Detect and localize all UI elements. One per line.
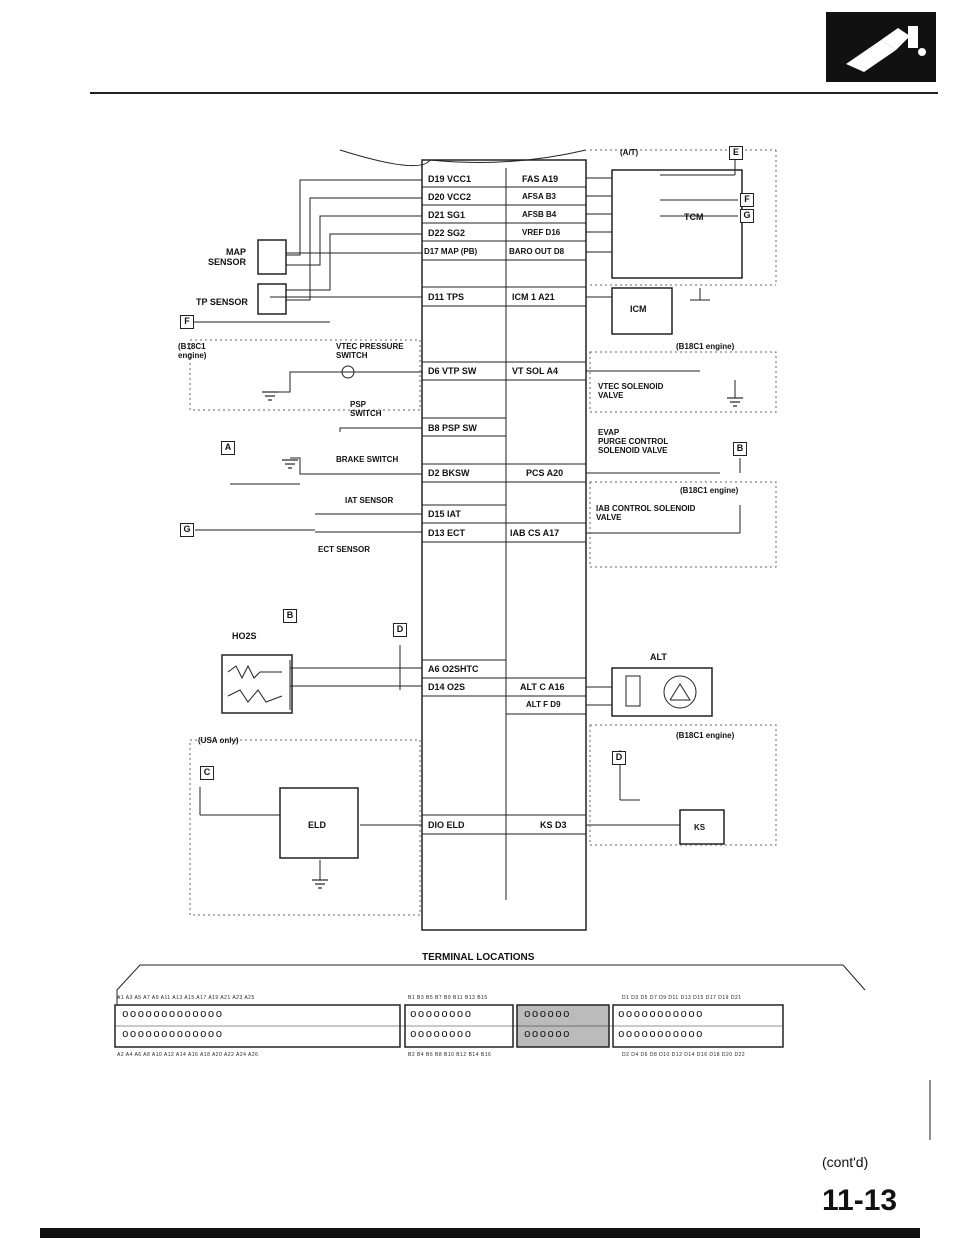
- ecm-pin-left: DIO ELD: [428, 820, 465, 830]
- connector-flag-f: F: [740, 193, 754, 207]
- brake-switch-label: BRAKE SWITCH: [336, 455, 399, 464]
- evap-valve-label: EVAP PURGE CONTROL SOLENOID VALVE: [598, 428, 669, 455]
- pin-numbers-top-b: B1 B3 B5 B7 B9 B11 B13 B15: [408, 995, 488, 1001]
- ho2s-label: HO2S: [232, 631, 257, 641]
- tcm-label: TCM: [684, 212, 704, 222]
- ecm-pin-right: IAB CS A17: [510, 528, 560, 538]
- pin-numbers-bottom-b: B2 B4 B6 B8 B10 B12 B14 B16: [408, 1052, 492, 1058]
- pin-numbers-top-a: A1 A3 A5 A7 A9 A11 A13 A15 A17 A19 A21 A…: [117, 995, 255, 1001]
- connector-c-row-bottom: oooooo: [524, 1029, 571, 1041]
- map-sensor-label: MAP SENSOR: [208, 247, 247, 267]
- pin-numbers-bottom-d: D2 D4 D6 D8 D10 D12 D14 D16 D18 D20 D22: [622, 1052, 746, 1058]
- alt-label: ALT: [650, 652, 667, 662]
- ecm-pin-left: D15 IAT: [428, 509, 461, 519]
- connector-d-row-top: ooooooooooo: [618, 1009, 704, 1021]
- connector-a-row-bottom: ooooooooooooo: [122, 1029, 224, 1041]
- usa-only-label: (USA only): [198, 736, 239, 745]
- ecm-pin-right: ALT C A16: [520, 682, 565, 692]
- connector-flag-b: B: [283, 609, 297, 623]
- ecm-pin-left: D13 ECT: [428, 528, 466, 538]
- connector-a-row-top: ooooooooooooo: [122, 1009, 224, 1021]
- connector-flag-g: G: [180, 523, 194, 537]
- connector-flag-d: D: [612, 751, 626, 765]
- continued-label: (cont'd): [822, 1154, 869, 1170]
- ecm-pin-left: D22 SG2: [428, 228, 466, 238]
- ecm-pin-right: KS D3: [540, 820, 567, 830]
- vtec-solenoid-label: VTEC SOLENOID VALVE: [598, 382, 664, 400]
- fuel-injector-icon: [846, 26, 926, 72]
- ecm-pin-left: D21 SG1: [428, 210, 466, 220]
- ecm-pin-left: D19 VCC1: [428, 174, 472, 184]
- ecm-pin-right: AFSB B4: [522, 210, 557, 219]
- connector-d-row-bottom: ooooooooooo: [618, 1029, 704, 1041]
- ecm-pin-right: PCS A20: [526, 468, 564, 478]
- b18c1-engine-label: (B18C1 engine): [680, 486, 739, 495]
- connector-flag-a: A: [221, 441, 235, 455]
- psp-switch-label: PSP SWITCH: [350, 400, 382, 418]
- ecm-pin-left: D2 BKSW: [428, 468, 470, 478]
- terminal-locations-title: TERMINAL LOCATIONS: [422, 952, 535, 963]
- ecm-pin-left: A6 O2SHTC: [428, 664, 479, 674]
- iat-sensor-label: IAT SENSOR: [345, 496, 394, 505]
- ecm-pin-right: VREF D16: [522, 228, 561, 237]
- pin-numbers-bottom-a: A2 A4 A6 A8 A10 A12 A14 A16 A18 A20 A22 …: [117, 1052, 259, 1058]
- ecm-pin-right: AFSA B3: [522, 192, 556, 201]
- ecm-pin-left: D14 O2S: [428, 682, 466, 692]
- ecm-pin-left: D17 MAP (PB): [424, 247, 478, 256]
- connector-flag-b: B: [733, 442, 747, 456]
- ecm-pin-left: D20 VCC2: [428, 192, 472, 202]
- connector-flag-d: D: [393, 623, 407, 637]
- ecm-pin-right: ALT F D9: [526, 700, 561, 709]
- connector-flag-g: G: [740, 209, 754, 223]
- header-rule: [90, 92, 938, 94]
- icm-label: ICM: [630, 304, 647, 314]
- eld-label: ELD: [308, 820, 326, 830]
- ecm-pin-right: VT SOL A4: [512, 366, 559, 376]
- ecm-pin-left: D6 VTP SW: [428, 366, 477, 376]
- connector-b-row-bottom: oooooooo: [410, 1029, 473, 1041]
- iab-valve-label: IAB CONTROL SOLENOID VALVE: [596, 504, 696, 522]
- header-logo: [826, 12, 936, 82]
- page-number: 11-13: [822, 1184, 898, 1217]
- connector-flag-f: F: [180, 315, 194, 329]
- ks-label: KS: [694, 823, 706, 832]
- ecm-pin-left: B8 PSP SW: [428, 423, 477, 433]
- at-label: (A/T): [620, 148, 639, 157]
- ecm-pin-right: FAS A19: [522, 174, 559, 184]
- ecm-pin-right: BARO OUT D8: [509, 247, 565, 256]
- b18c1-engine-label: (B18C1 engine): [676, 731, 735, 740]
- b18c1-engine-label: (B18C1 engine): [676, 342, 735, 351]
- b18c1-left-label: (B18C1 engine): [178, 342, 207, 360]
- connector-b-row-top: oooooooo: [410, 1009, 473, 1021]
- pin-numbers-top-d: D1 D3 D5 D7 D9 D11 D13 D15 D17 D19 D21: [622, 995, 742, 1001]
- ecm-pin-left: D11 TPS: [428, 292, 465, 302]
- ect-sensor-label: ECT SENSOR: [318, 545, 371, 554]
- connector-c-row-top: oooooo: [524, 1009, 571, 1021]
- tp-sensor-label: TP SENSOR: [196, 297, 248, 307]
- vtec-pressure-switch-label: VTEC PRESSURE SWITCH: [336, 342, 404, 360]
- ecm-pin-right: ICM 1 A21: [512, 292, 555, 302]
- connector-flag-e: E: [729, 146, 743, 160]
- connector-flag-c: C: [200, 766, 214, 780]
